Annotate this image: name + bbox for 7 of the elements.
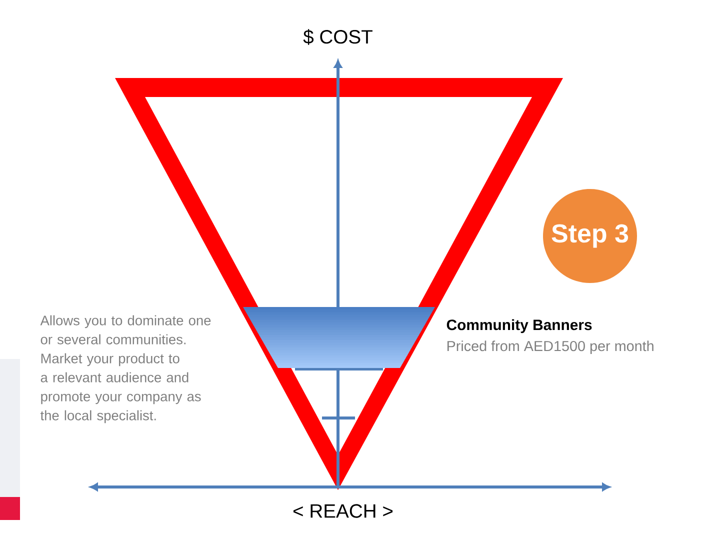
product-title: Community Banners <box>446 319 592 334</box>
axis-title: $ COST <box>303 29 372 45</box>
step-badge: Step 3 <box>543 189 637 283</box>
axis-title: < REACH > <box>293 504 393 518</box>
trapezoid-band <box>243 307 435 368</box>
description-text: Allows you to dominate one or several communities. Market your product to a relevant audience and promote your company as the local specialist. <box>40 315 211 424</box>
price-text: Priced from AED1500 per month <box>447 340 654 354</box>
